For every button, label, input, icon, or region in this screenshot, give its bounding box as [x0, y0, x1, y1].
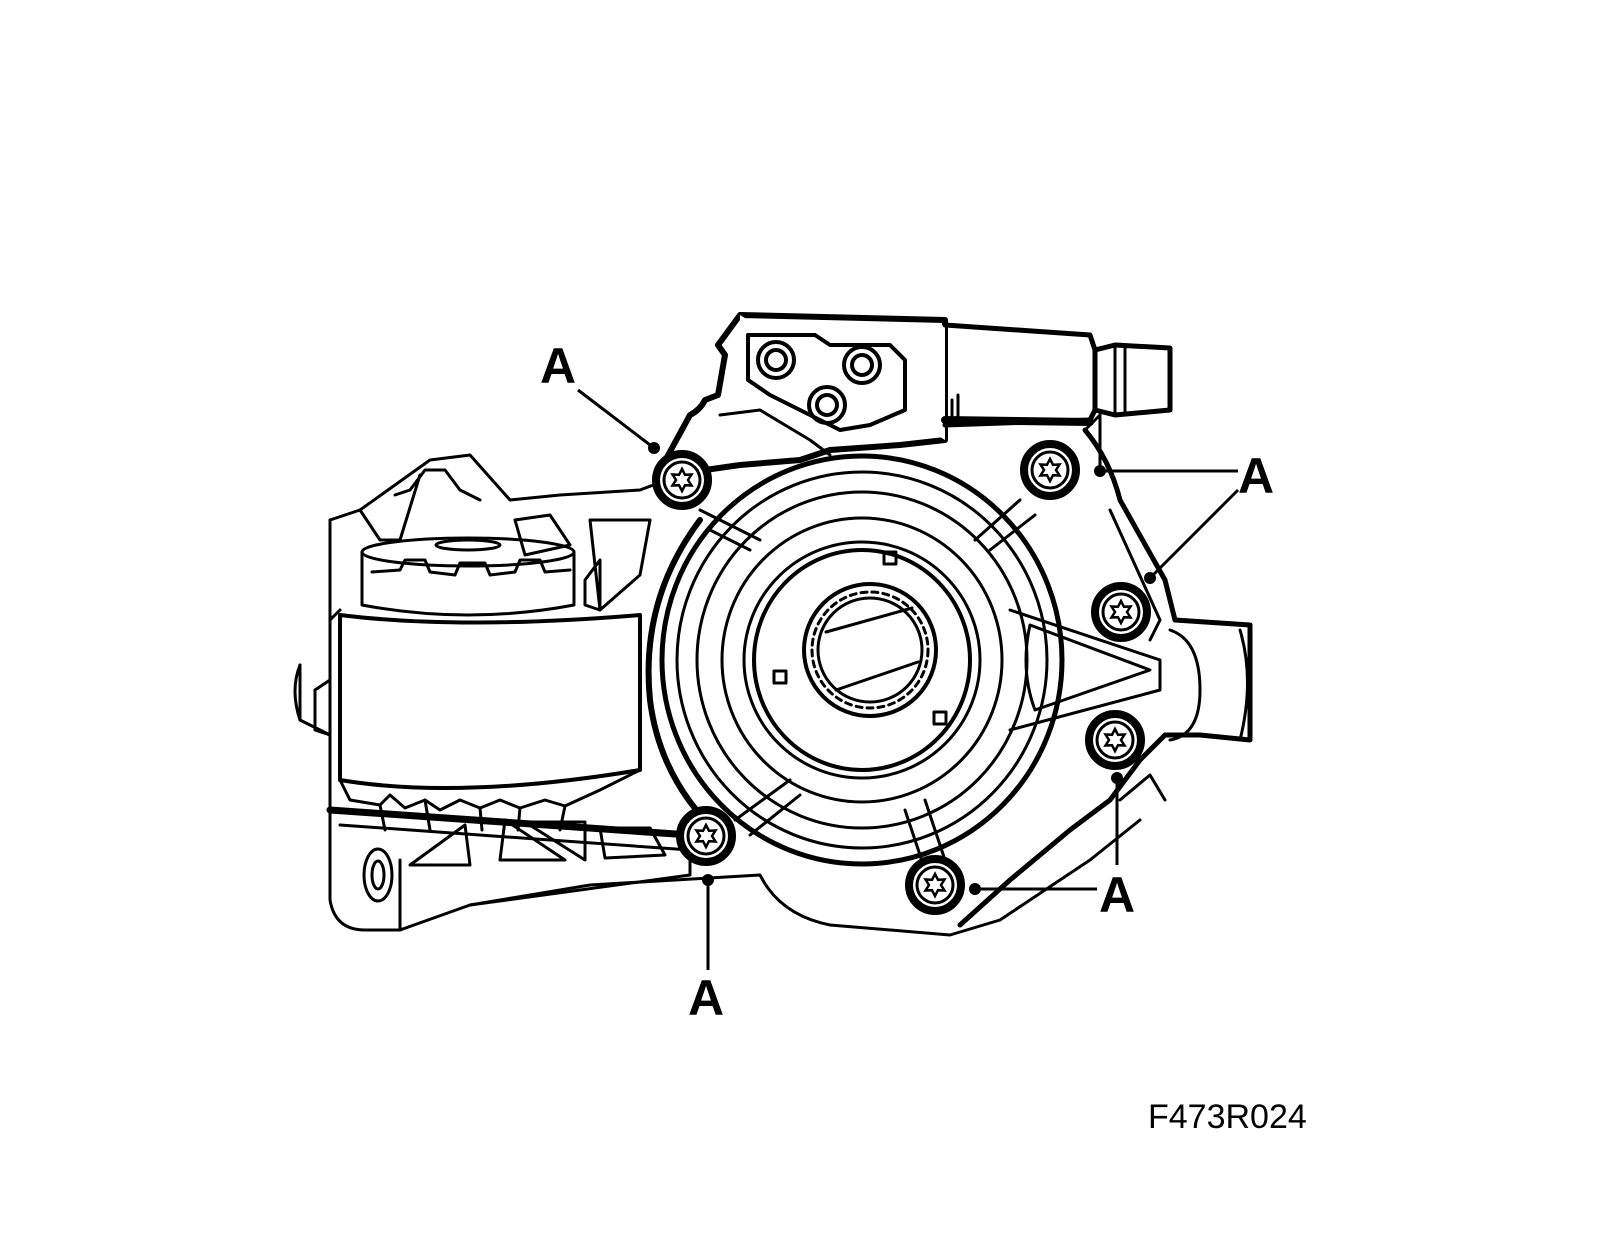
leader-line [1148, 488, 1240, 580]
flange-assembly [659, 453, 1162, 872]
mounting-bracket [293, 453, 1142, 937]
callout-leaders: A A A A [540, 338, 1274, 1026]
splined-shaft-icon [772, 550, 948, 726]
actuator-motor-icon [718, 315, 1173, 457]
leader-line [577, 388, 655, 450]
callout-label-top-left: A [540, 338, 576, 394]
torx-bolt-icon [1091, 582, 1151, 642]
leader-dot [969, 883, 981, 895]
leader-dot [1094, 465, 1106, 477]
leader-dot [648, 442, 660, 454]
callout-label-bottom-right: A [1099, 867, 1135, 923]
crown-gear-icon [338, 536, 642, 832]
torx-bolt-icon [1020, 440, 1080, 500]
torx-bolts [652, 440, 1151, 915]
callout-label-right-upper: A [1238, 448, 1274, 504]
torx-bolt-icon [676, 806, 736, 866]
torx-bolt-icon [905, 855, 965, 915]
leader-dot [1111, 772, 1123, 784]
callout-label-bottom-left: A [688, 970, 724, 1026]
figure-code: F473R024 [1148, 1098, 1307, 1136]
leader-dot [702, 874, 714, 886]
torx-bolt-icon [1085, 710, 1145, 770]
housing-body [645, 312, 1253, 928]
leader-dot [1144, 572, 1156, 584]
torx-bolt-icon [652, 450, 712, 510]
